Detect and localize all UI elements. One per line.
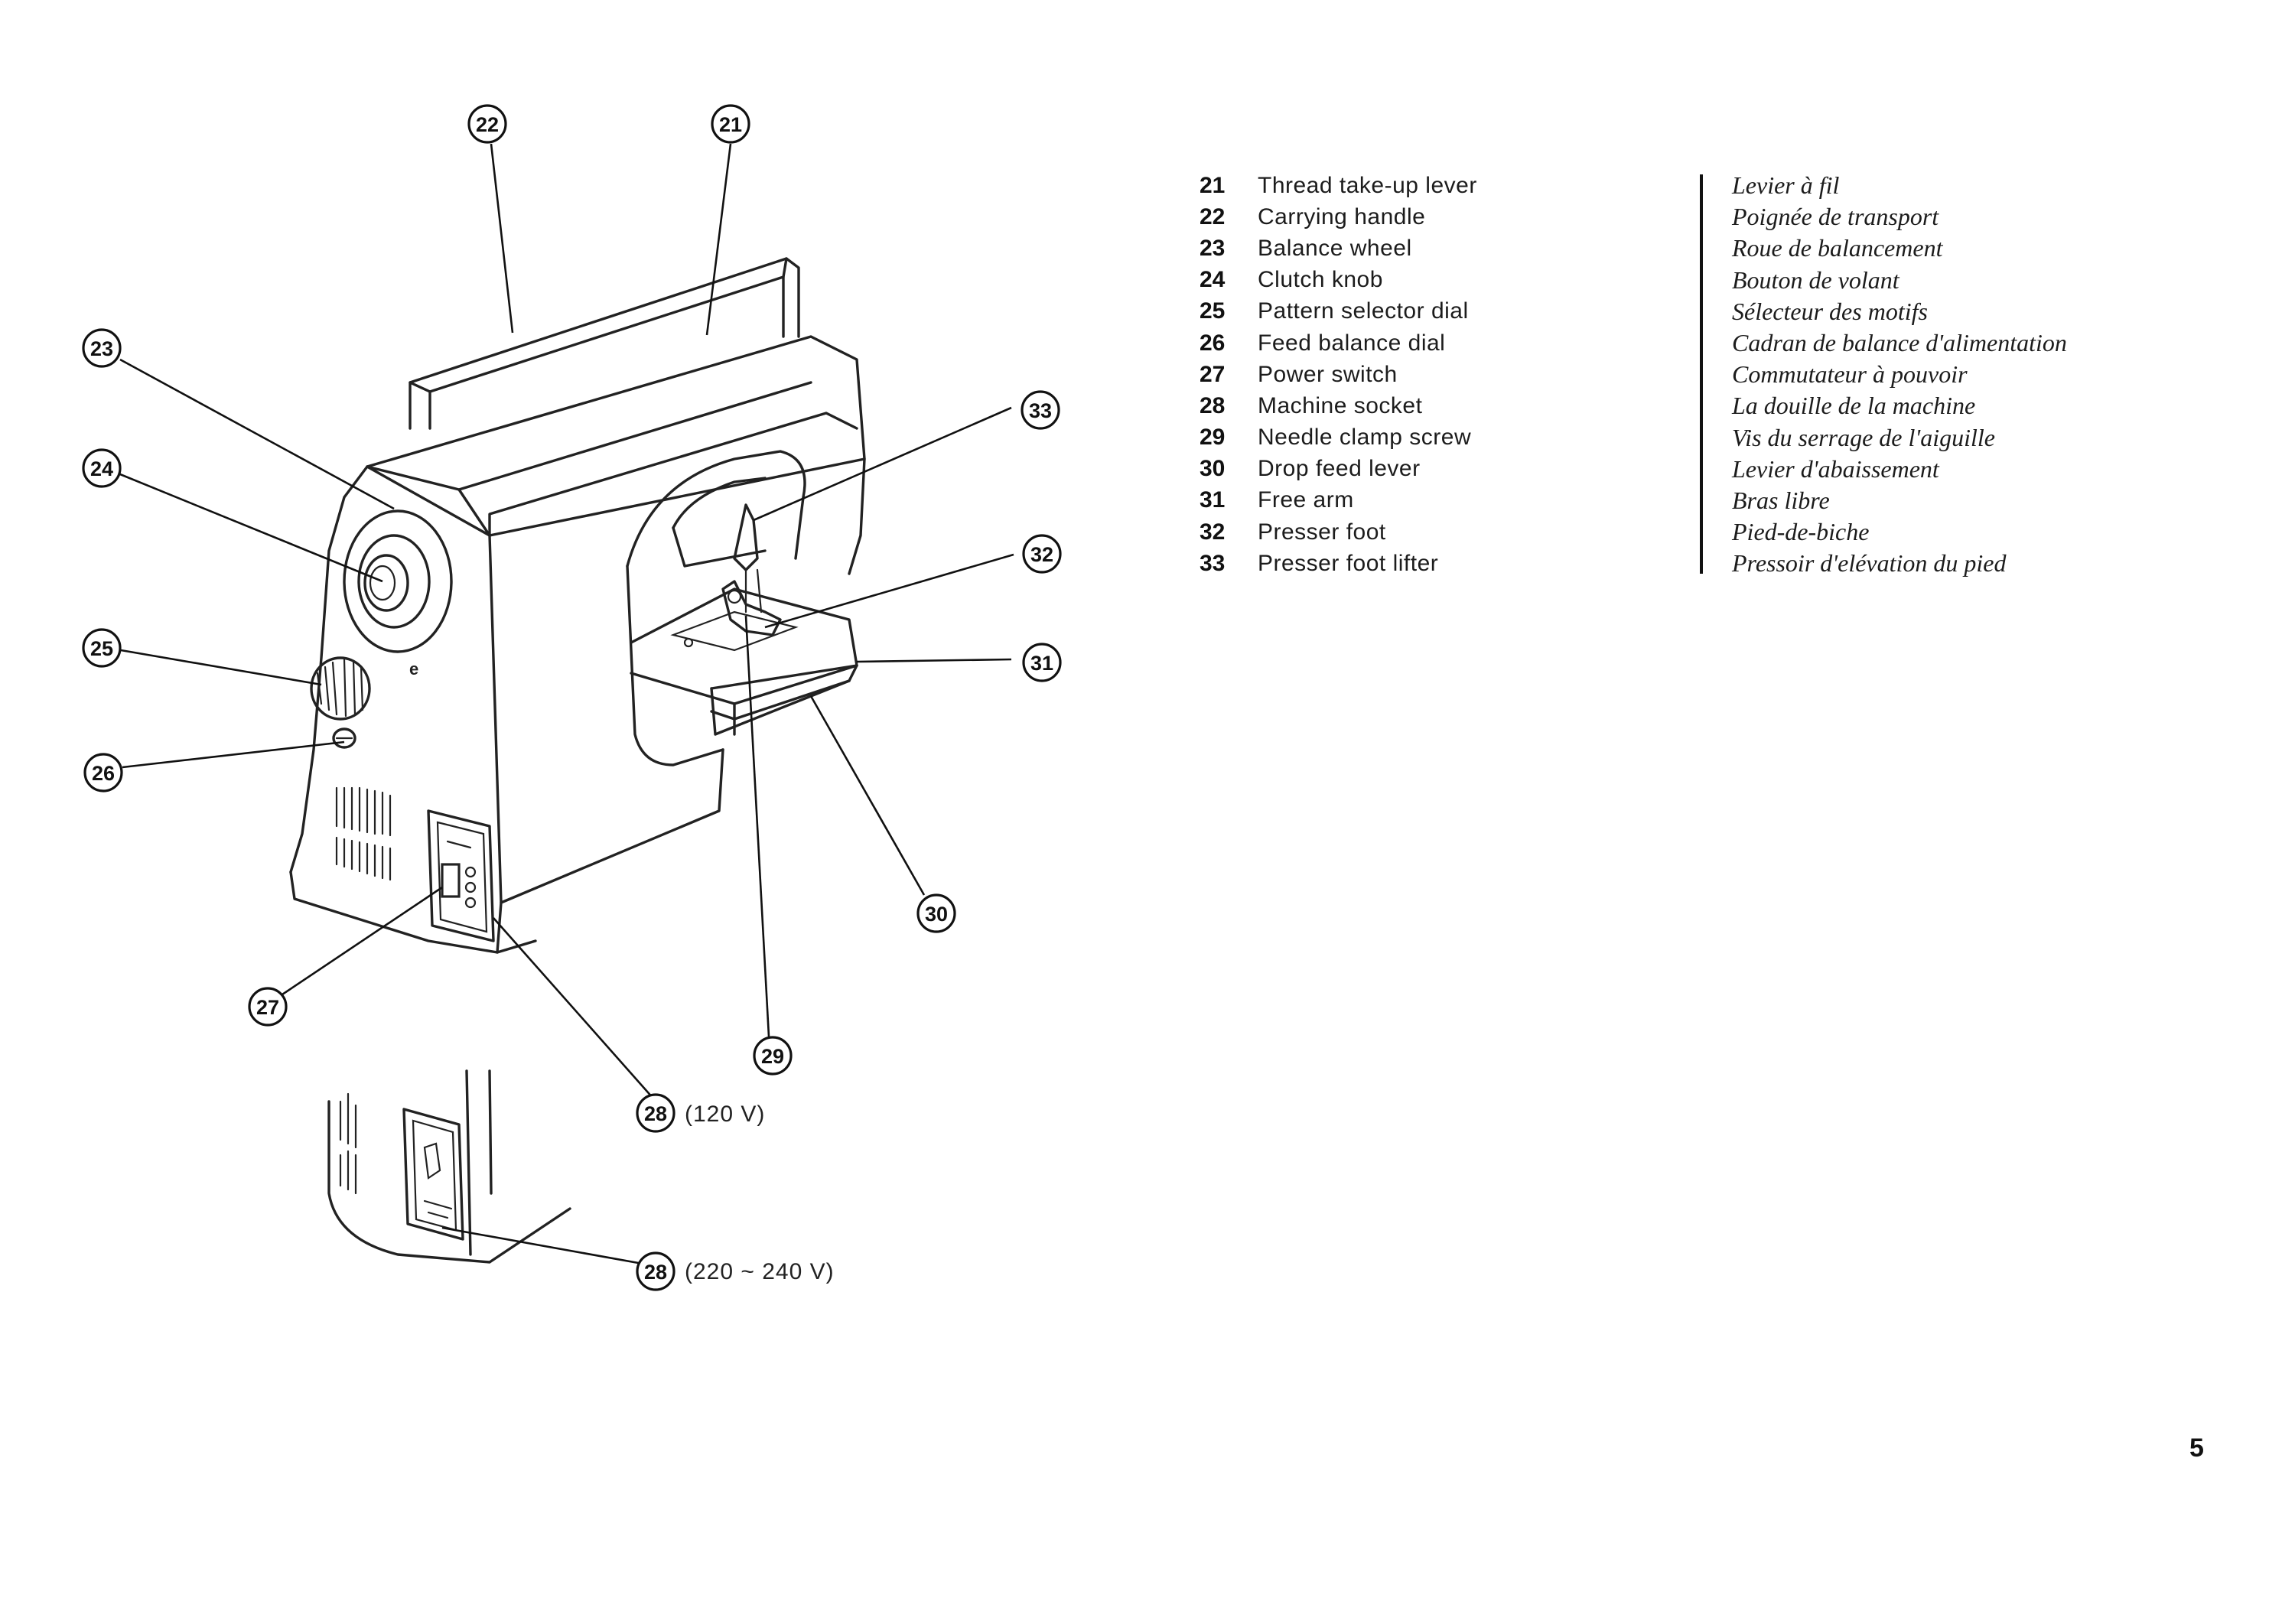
- svg-text:24: 24: [90, 457, 113, 480]
- legend-english: Carrying handle: [1258, 203, 1426, 229]
- legend-number: 33: [1200, 550, 1226, 576]
- voltage-label-220: (220 ~ 240 V): [685, 1259, 835, 1284]
- legend-french: La douille de la machine: [1732, 392, 1976, 420]
- legend-item: 26 Feed balance dial Cadran de balance d…: [1200, 327, 2140, 359]
- legend-number: 28: [1200, 392, 1226, 418]
- page-number: 5: [2189, 1434, 2204, 1463]
- legend-english: Machine socket: [1258, 392, 1423, 418]
- callout-32: 32: [1022, 534, 1062, 574]
- legend-number: 30: [1200, 456, 1226, 482]
- legend-number: 22: [1200, 203, 1226, 229]
- svg-text:26: 26: [92, 762, 115, 785]
- callout-33: 33: [1021, 390, 1060, 430]
- legend-english: Clutch knob: [1258, 267, 1383, 293]
- legend-item: 33 Presser foot lifter Pressoir d'elévat…: [1200, 548, 2140, 579]
- legend-item: 29 Needle clamp screw Vis du serrage de …: [1200, 422, 2140, 454]
- legend-item: 25 Pattern selector dial Sélecteur des m…: [1200, 296, 2140, 327]
- legend-number: 32: [1200, 519, 1226, 545]
- callout-31: 31: [1022, 643, 1062, 682]
- legend-english: Presser foot lifter: [1258, 550, 1439, 576]
- legend-french: Roue de balancement: [1732, 234, 1943, 262]
- callout-25: 25: [82, 628, 122, 668]
- legend-english: Feed balance dial: [1258, 330, 1446, 356]
- callout-21: 21: [711, 104, 750, 144]
- legend-item: 32 Presser foot Pied-de-biche: [1200, 516, 2140, 548]
- legend-english: Balance wheel: [1258, 235, 1412, 261]
- svg-text:32: 32: [1030, 543, 1053, 566]
- svg-text:22: 22: [476, 113, 499, 136]
- legend-number: 26: [1200, 330, 1226, 356]
- legend-item: 23 Balance wheel Roue de balancement: [1200, 233, 2140, 264]
- legend-french: Bouton de volant: [1732, 265, 1899, 294]
- inset-socket-illustration: [327, 1069, 571, 1264]
- legend-french: Vis du serrage de l'aiguille: [1732, 423, 1995, 451]
- legend-item: 21 Thread take-up lever Levier à fil: [1200, 170, 2140, 201]
- legend-english: Pattern selector dial: [1258, 298, 1469, 324]
- legend-number: 31: [1200, 487, 1226, 513]
- callout-29: 29: [753, 1036, 793, 1076]
- legend-english: Drop feed lever: [1258, 456, 1421, 482]
- svg-text:27: 27: [256, 996, 279, 1019]
- legend-french: Pressoir d'elévation du pied: [1732, 549, 2007, 578]
- legend-item: 22 Carrying handle Poignée de transport: [1200, 201, 2140, 233]
- callout-28-120v: 28 (120 V): [636, 1093, 765, 1133]
- legend-english: Thread take-up lever: [1258, 172, 1477, 198]
- svg-text:23: 23: [90, 337, 113, 360]
- legend-english: Presser foot: [1258, 519, 1386, 545]
- legend-french: Levier d'abaissement: [1732, 454, 1939, 483]
- legend-number: 29: [1200, 425, 1226, 451]
- callout-26: 26: [83, 753, 123, 792]
- callout-24: 24: [82, 448, 122, 488]
- svg-text:e: e: [409, 659, 418, 679]
- svg-text:31: 31: [1030, 652, 1053, 675]
- legend-number: 25: [1200, 298, 1226, 324]
- svg-text:25: 25: [90, 637, 113, 660]
- legend-french: Commutateur à pouvoir: [1732, 360, 1968, 389]
- svg-text:21: 21: [719, 113, 742, 136]
- legend-french: Bras libre: [1732, 486, 1830, 514]
- svg-text:28: 28: [644, 1261, 667, 1284]
- parts-legend: 21 Thread take-up lever Levier à fil 22 …: [1200, 170, 2140, 579]
- callout-28-220v: 28 (220 ~ 240 V): [636, 1251, 835, 1291]
- callout-27: 27: [248, 987, 288, 1027]
- legend-number: 21: [1200, 172, 1226, 198]
- legend-english: Free arm: [1258, 487, 1354, 513]
- legend-item: 28 Machine socket La douille de la machi…: [1200, 390, 2140, 421]
- legend-number: 24: [1200, 267, 1226, 293]
- legend-number: 23: [1200, 235, 1226, 261]
- legend-french: Levier à fil: [1732, 171, 1840, 200]
- legend-item: 30 Drop feed lever Levier d'abaissement: [1200, 454, 2140, 485]
- legend-english: Needle clamp screw: [1258, 425, 1472, 451]
- legend-french: Cadran de balance d'alimentation: [1732, 329, 2067, 357]
- legend-item: 24 Clutch knob Bouton de volant: [1200, 265, 2140, 296]
- sewing-machine-illustration: e: [289, 257, 866, 954]
- callout-22: 22: [467, 104, 507, 144]
- legend-divider: [1700, 174, 1703, 574]
- legend-item: 27 Power switch Commutateur à pouvoir: [1200, 359, 2140, 390]
- svg-text:33: 33: [1029, 399, 1052, 422]
- callout-30: 30: [916, 893, 956, 933]
- legend-french: Poignée de transport: [1732, 203, 1939, 231]
- svg-text:29: 29: [761, 1045, 784, 1068]
- legend-english: Power switch: [1258, 361, 1398, 387]
- svg-text:28: 28: [644, 1102, 667, 1125]
- legend-french: Sélecteur des motifs: [1732, 297, 1928, 325]
- legend-number: 27: [1200, 361, 1226, 387]
- voltage-label-120: (120 V): [685, 1102, 765, 1127]
- leader-lines: [119, 143, 1014, 1265]
- svg-text:30: 30: [925, 903, 948, 926]
- legend-french: Pied-de-biche: [1732, 518, 1870, 546]
- legend-item: 31 Free arm Bras libre: [1200, 485, 2140, 516]
- callout-23: 23: [82, 328, 122, 368]
